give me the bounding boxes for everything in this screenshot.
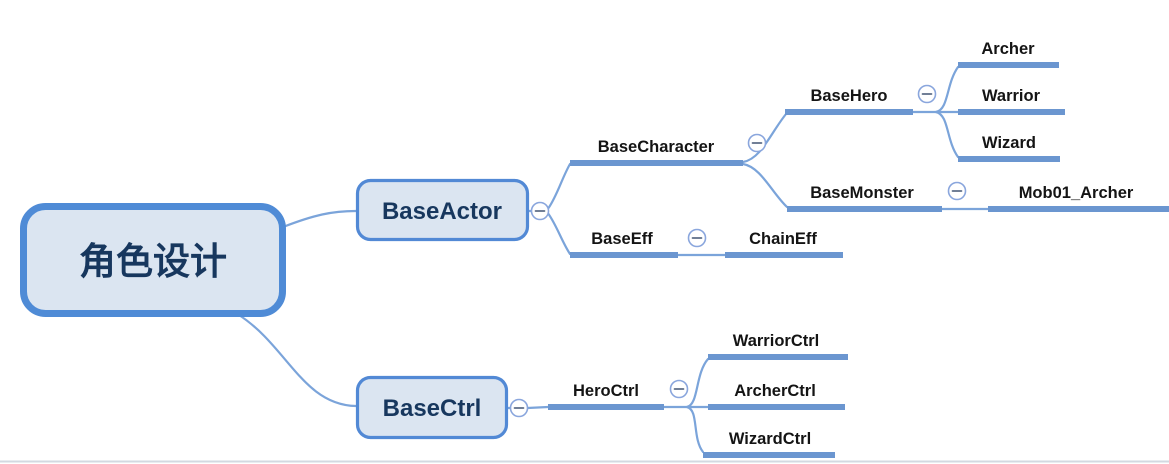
edge-basehero-wizard: [934, 110, 960, 159]
archer-label: Archer: [981, 40, 1035, 58]
node-root[interactable]: 角色设计: [20, 203, 286, 317]
basehero-label: BaseHero: [810, 87, 887, 105]
edge-root-basectrl: [237, 313, 358, 408]
edge-root-baseactor: [281, 209, 358, 229]
node-wizardctrl[interactable]: WizardCtrl: [703, 430, 835, 458]
node-baseeff[interactable]: BaseEff: [570, 230, 678, 258]
node-mob01archer[interactable]: Mob01_Archer: [988, 184, 1169, 212]
basectrl-box: [355, 375, 509, 440]
collapse-toggle-baseactor[interactable]: [530, 201, 550, 221]
baseactor-box: [355, 178, 530, 242]
collapse-toggle-basemonster[interactable]: [947, 181, 967, 201]
node-wizard[interactable]: Wizard: [958, 134, 1060, 162]
node-basectrl[interactable]: BaseCtrl: [355, 375, 509, 440]
archerctrl-label: ArcherCtrl: [734, 382, 816, 400]
node-basehero[interactable]: BaseHero: [785, 87, 913, 115]
warriorctrl-label: WarriorCtrl: [733, 332, 819, 350]
baseactor-label: BaseActor: [382, 198, 502, 225]
baseeff-label: BaseEff: [591, 230, 653, 248]
node-warriorctrl[interactable]: WarriorCtrl: [708, 332, 848, 360]
node-basecharacter[interactable]: BaseCharacter: [570, 138, 743, 166]
edge-basehero-archer: [934, 65, 960, 114]
node-archerctrl[interactable]: ArcherCtrl: [708, 382, 845, 410]
wizard-label: Wizard: [982, 134, 1036, 152]
node-basemonster[interactable]: BaseMonster: [787, 184, 942, 212]
collapse-toggle-basecharacter[interactable]: [747, 133, 767, 153]
basecharacter-label: BaseCharacter: [598, 138, 715, 156]
node-warrior[interactable]: Warrior: [958, 87, 1065, 115]
node-baseactor[interactable]: BaseActor: [355, 178, 530, 242]
collapse-toggle-basehero[interactable]: [917, 84, 937, 104]
basemonster-label: BaseMonster: [810, 184, 914, 202]
root-label: 角色设计: [79, 241, 227, 282]
edge-basecharacter-basemonster: [741, 162, 789, 209]
node-archer[interactable]: Archer: [958, 40, 1059, 68]
edge-heroctrl-warriorctrl: [685, 357, 710, 409]
mob01archer-label: Mob01_Archer: [1019, 184, 1134, 202]
node-heroctrl[interactable]: HeroCtrl: [548, 382, 664, 410]
edge-baseactor-baseeff: [547, 212, 572, 256]
node-chaineff[interactable]: ChainEff: [725, 230, 843, 258]
wizardctrl-label: WizardCtrl: [729, 430, 811, 448]
warrior-label: Warrior: [982, 87, 1041, 105]
collapse-toggle-heroctrl[interactable]: [669, 379, 689, 399]
edge-baseactor-basecharacter: [547, 162, 572, 210]
edge-basectrl-heroctrl: [526, 405, 550, 410]
root-box: [20, 203, 286, 317]
edge-heroctrl-wizardctrl: [685, 405, 705, 454]
collapse-toggle-baseeff[interactable]: [687, 228, 707, 248]
heroctrl-label: HeroCtrl: [573, 382, 639, 400]
basectrl-label: BaseCtrl: [383, 395, 482, 422]
collapse-toggle-basectrl[interactable]: [509, 398, 529, 418]
chaineff-label: ChainEff: [749, 230, 817, 248]
